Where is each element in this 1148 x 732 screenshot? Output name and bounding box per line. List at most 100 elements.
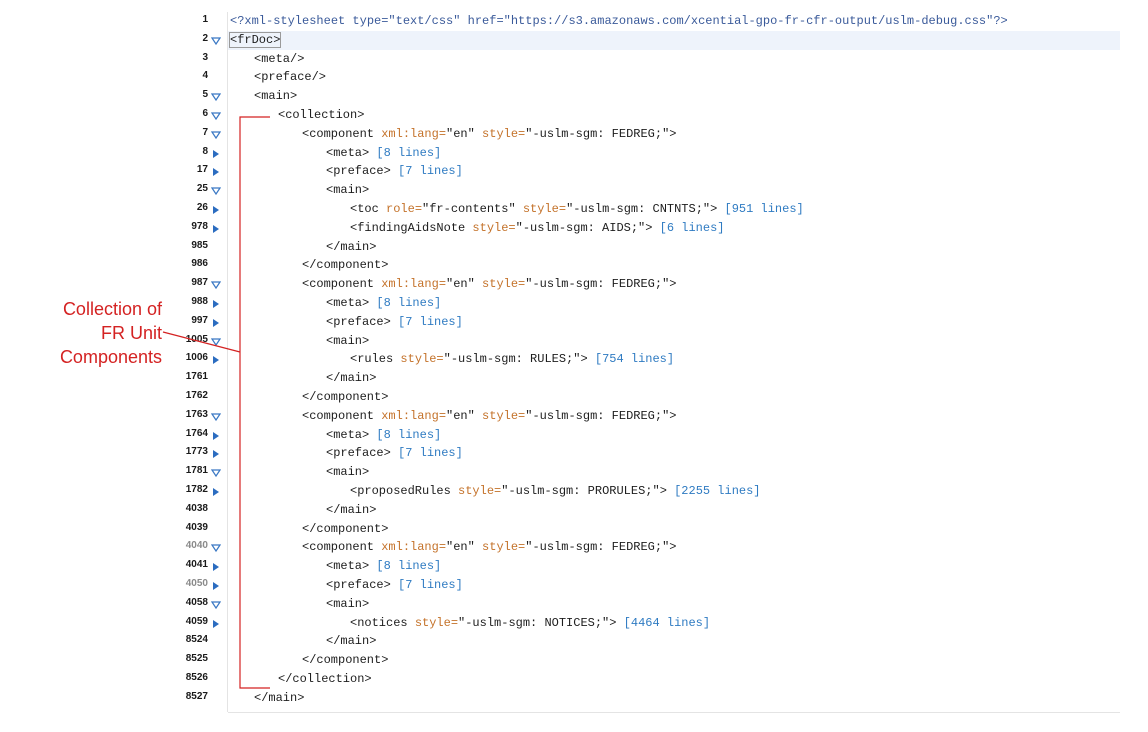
code-line[interactable]: 978<findingAidsNote style="-uslm-sgm: AI… bbox=[170, 219, 1120, 238]
line-content[interactable]: <preface> [7 lines] bbox=[228, 313, 1120, 332]
line-number: 8525 bbox=[185, 653, 208, 665]
code-line[interactable]: 1006<rules style="-uslm-sgm: RULES;"> [7… bbox=[170, 350, 1120, 369]
fold-collapsed-icon[interactable] bbox=[211, 167, 221, 177]
fold-collapsed-icon[interactable] bbox=[211, 205, 221, 215]
code-line[interactable]: 986</component> bbox=[170, 256, 1120, 275]
line-content[interactable]: <meta> [8 lines] bbox=[228, 557, 1120, 576]
fold-collapsed-icon[interactable] bbox=[211, 431, 221, 441]
code-line[interactable]: 6<collection> bbox=[170, 106, 1120, 125]
line-content[interactable]: </collection> bbox=[228, 670, 1120, 689]
fold-expanded-icon[interactable] bbox=[211, 412, 221, 422]
fold-expanded-icon[interactable] bbox=[211, 468, 221, 478]
line-content[interactable]: <findingAidsNote style="-uslm-sgm: AIDS;… bbox=[228, 219, 1120, 238]
line-content[interactable]: </main> bbox=[228, 501, 1120, 520]
code-line[interactable]: 4<preface/> bbox=[170, 68, 1120, 87]
code-line[interactable]: 4050<preface> [7 lines] bbox=[170, 576, 1120, 595]
code-line[interactable]: 997<preface> [7 lines] bbox=[170, 313, 1120, 332]
code-line[interactable]: 8527</main> bbox=[170, 689, 1120, 708]
code-line[interactable]: 985</main> bbox=[170, 238, 1120, 257]
line-content[interactable]: </component> bbox=[228, 651, 1120, 670]
fold-collapsed-icon[interactable] bbox=[211, 487, 221, 497]
code-line[interactable]: 25<main> bbox=[170, 181, 1120, 200]
code-line[interactable]: 1005<main> bbox=[170, 332, 1120, 351]
fold-expanded-icon[interactable] bbox=[211, 280, 221, 290]
line-content[interactable]: <component xml:lang="en" style="-uslm-sg… bbox=[228, 407, 1120, 426]
code-line[interactable]: 8526</collection> bbox=[170, 670, 1120, 689]
code-line[interactable]: 4059<notices style="-uslm-sgm: NOTICES;"… bbox=[170, 614, 1120, 633]
line-content[interactable]: <meta> [8 lines] bbox=[228, 294, 1120, 313]
line-content[interactable]: <main> bbox=[228, 595, 1120, 614]
line-content[interactable]: <meta/> bbox=[228, 50, 1120, 69]
fold-collapsed-icon[interactable] bbox=[211, 318, 221, 328]
line-content[interactable]: <notices style="-uslm-sgm: NOTICES;"> [4… bbox=[228, 614, 1120, 633]
xml-editor[interactable]: 1<?xml-stylesheet type="text/css" href="… bbox=[170, 12, 1120, 714]
line-content[interactable]: <proposedRules style="-uslm-sgm: PRORULE… bbox=[228, 482, 1120, 501]
code-line[interactable]: 4058<main> bbox=[170, 595, 1120, 614]
code-line[interactable]: 988<meta> [8 lines] bbox=[170, 294, 1120, 313]
code-line[interactable]: 7<component xml:lang="en" style="-uslm-s… bbox=[170, 125, 1120, 144]
line-content[interactable]: </main> bbox=[228, 632, 1120, 651]
fold-expanded-icon[interactable] bbox=[211, 337, 221, 347]
fold-expanded-icon[interactable] bbox=[211, 543, 221, 553]
code-line[interactable]: 26<toc role="fr-contents" style="-uslm-s… bbox=[170, 200, 1120, 219]
code-line[interactable]: 1782<proposedRules style="-uslm-sgm: PRO… bbox=[170, 482, 1120, 501]
fold-collapsed-icon[interactable] bbox=[211, 449, 221, 459]
line-content[interactable]: <main> bbox=[228, 181, 1120, 200]
fold-expanded-icon[interactable] bbox=[211, 92, 221, 102]
line-content[interactable]: </component> bbox=[228, 388, 1120, 407]
line-content[interactable]: <component xml:lang="en" style="-uslm-sg… bbox=[228, 125, 1120, 144]
line-content[interactable]: </main> bbox=[228, 689, 1120, 708]
line-content[interactable]: </main> bbox=[228, 369, 1120, 388]
line-content[interactable]: <component xml:lang="en" style="-uslm-sg… bbox=[228, 275, 1120, 294]
line-content[interactable]: </main> bbox=[228, 238, 1120, 257]
fold-expanded-icon[interactable] bbox=[211, 36, 221, 46]
fold-collapsed-icon[interactable] bbox=[211, 224, 221, 234]
code-line[interactable]: 8525 </component> bbox=[170, 651, 1120, 670]
line-content[interactable]: <?xml-stylesheet type="text/css" href="h… bbox=[228, 12, 1120, 31]
code-line[interactable]: 1762</component> bbox=[170, 388, 1120, 407]
line-content[interactable]: <collection> bbox=[228, 106, 1120, 125]
code-line[interactable]: 17<preface> [7 lines] bbox=[170, 162, 1120, 181]
fold-collapsed-icon[interactable] bbox=[211, 299, 221, 309]
code-line[interactable]: 4041<meta> [8 lines] bbox=[170, 557, 1120, 576]
fold-collapsed-icon[interactable] bbox=[211, 619, 221, 629]
line-content[interactable]: <meta> [8 lines] bbox=[228, 144, 1120, 163]
line-content[interactable]: <preface> [7 lines] bbox=[228, 444, 1120, 463]
line-content[interactable]: </component> bbox=[228, 256, 1120, 275]
line-content[interactable]: <main> bbox=[228, 332, 1120, 351]
fold-collapsed-icon[interactable] bbox=[211, 581, 221, 591]
line-content[interactable]: <frDoc> bbox=[228, 30, 1120, 50]
code-line[interactable]: 1764<meta> [8 lines] bbox=[170, 426, 1120, 445]
line-content[interactable]: <toc role="fr-contents" style="-uslm-sgm… bbox=[228, 200, 1120, 219]
code-line[interactable]: 8<meta> [8 lines] bbox=[170, 144, 1120, 163]
fold-expanded-icon[interactable] bbox=[211, 111, 221, 121]
code-line[interactable]: 1763<component xml:lang="en" style="-usl… bbox=[170, 407, 1120, 426]
code-line[interactable]: 1781<main> bbox=[170, 463, 1120, 482]
fold-collapsed-icon[interactable] bbox=[211, 562, 221, 572]
fold-expanded-icon[interactable] bbox=[211, 600, 221, 610]
code-line[interactable]: 5<main> bbox=[170, 87, 1120, 106]
line-content[interactable]: <main> bbox=[228, 463, 1120, 482]
code-line[interactable]: 987<component xml:lang="en" style="-uslm… bbox=[170, 275, 1120, 294]
fold-expanded-icon[interactable] bbox=[211, 186, 221, 196]
code-line[interactable]: 2<frDoc> bbox=[170, 30, 1120, 50]
fold-collapsed-icon[interactable] bbox=[211, 355, 221, 365]
line-content[interactable]: <preface> [7 lines] bbox=[228, 576, 1120, 595]
code-line[interactable]: 1<?xml-stylesheet type="text/css" href="… bbox=[170, 12, 1120, 31]
line-content[interactable]: <meta> [8 lines] bbox=[228, 426, 1120, 445]
line-content[interactable]: <preface> [7 lines] bbox=[228, 162, 1120, 181]
line-content[interactable]: <rules style="-uslm-sgm: RULES;"> [754 l… bbox=[228, 350, 1120, 369]
code-line[interactable]: 4038</main> bbox=[170, 501, 1120, 520]
line-content[interactable]: <main> bbox=[228, 87, 1120, 106]
code-line[interactable]: 1761</main> bbox=[170, 369, 1120, 388]
code-line[interactable]: 1773<preface> [7 lines] bbox=[170, 444, 1120, 463]
line-content[interactable]: <component xml:lang="en" style="-uslm-sg… bbox=[228, 538, 1120, 557]
fold-expanded-icon[interactable] bbox=[211, 130, 221, 140]
code-line[interactable]: 3<meta/> bbox=[170, 50, 1120, 69]
fold-collapsed-icon[interactable] bbox=[211, 149, 221, 159]
code-line[interactable]: 8524</main> bbox=[170, 632, 1120, 651]
code-line[interactable]: 4039</component> bbox=[170, 520, 1120, 539]
line-content[interactable]: <preface/> bbox=[228, 68, 1120, 87]
line-content[interactable]: </component> bbox=[228, 520, 1120, 539]
code-line[interactable]: 4040<component xml:lang="en" style="-usl… bbox=[170, 538, 1120, 557]
